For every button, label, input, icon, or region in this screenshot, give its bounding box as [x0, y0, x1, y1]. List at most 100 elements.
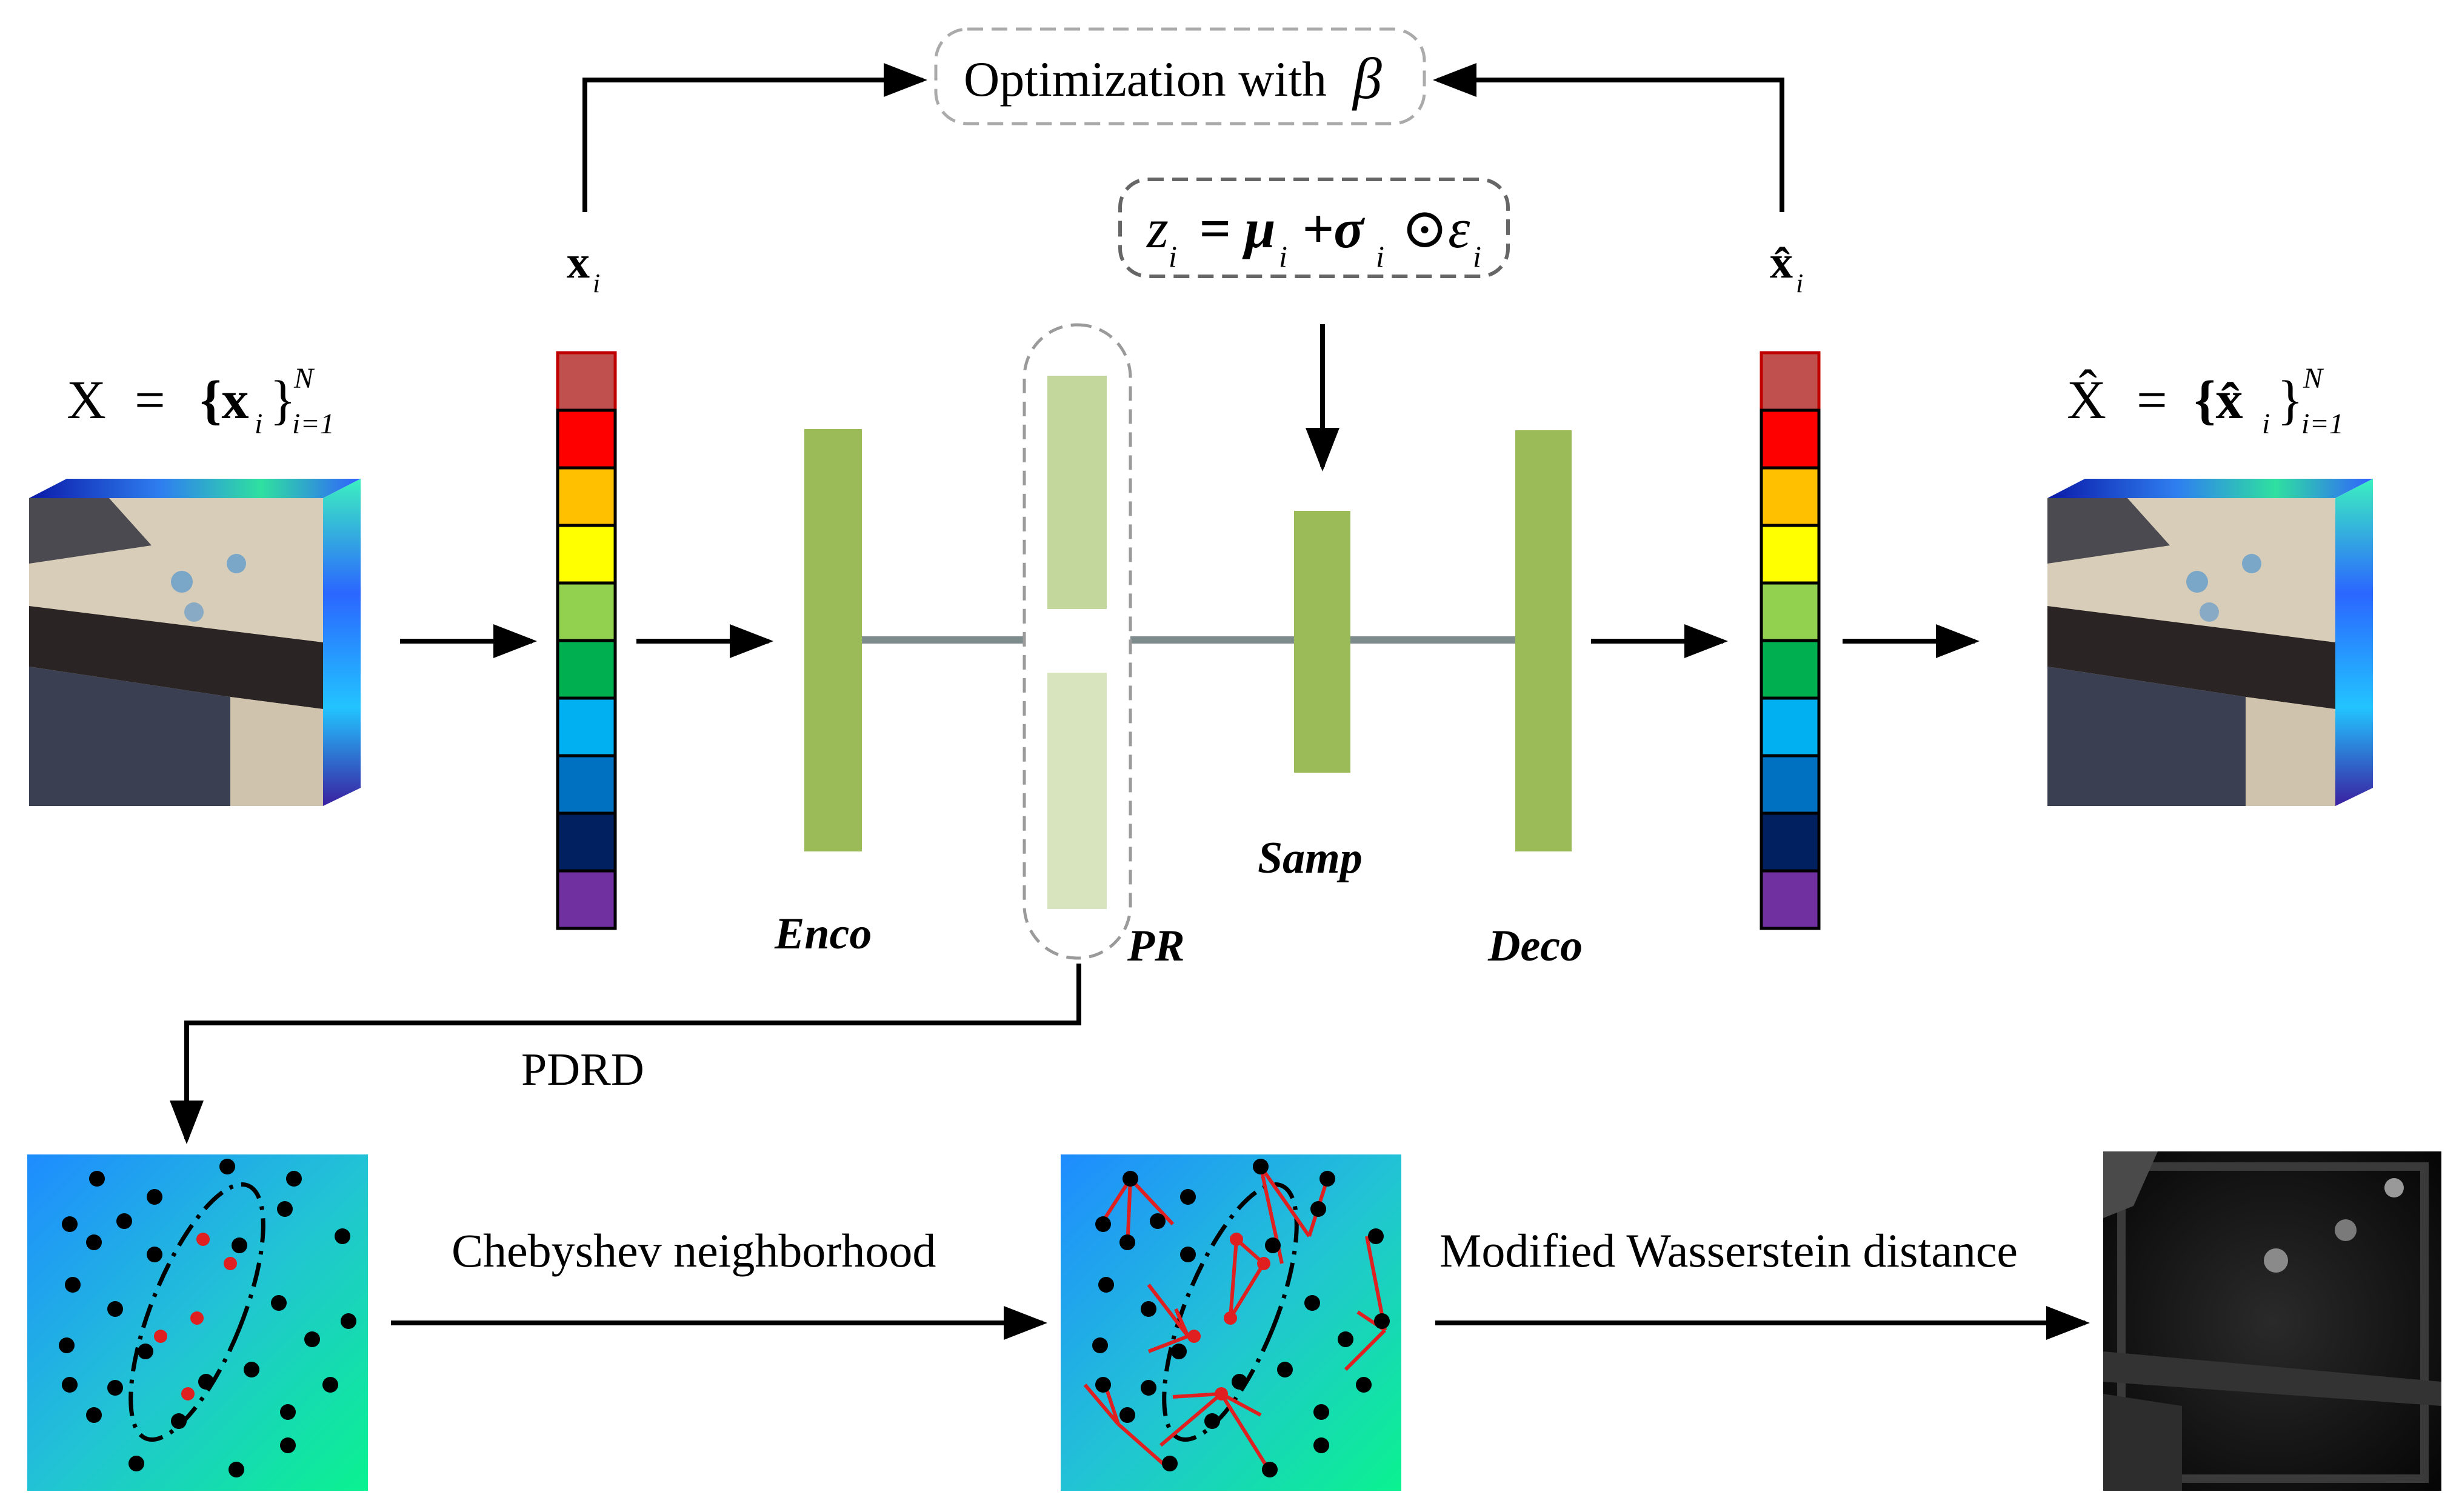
X-set-superscript: N — [293, 362, 315, 395]
latent-point-10 — [232, 1237, 247, 1253]
neighborhood-edge-15 — [1220, 1392, 1262, 1417]
graph-point-19 — [1277, 1362, 1293, 1377]
X-set-close: } — [270, 370, 296, 430]
sigma-subscript: i — [1376, 239, 1384, 273]
latent-point-20 — [62, 1377, 78, 1393]
graph-point-24 — [1313, 1404, 1329, 1420]
pr-label: PR — [1127, 921, 1185, 971]
graph-point-29 — [1313, 1437, 1329, 1453]
mu-term: = μ — [1199, 198, 1276, 259]
xhat-symbol: x̂ — [1770, 237, 1793, 288]
chebyshev-label: Chebyshev neighborhood — [452, 1224, 936, 1277]
graph-point-6 — [1180, 1189, 1196, 1205]
sigma-term: +σ — [1302, 198, 1365, 259]
samp-label: Samp — [1258, 833, 1363, 883]
z-subscript: i — [1169, 239, 1177, 273]
latent-point-15 — [341, 1313, 356, 1329]
output-hsi-cube — [2047, 479, 2373, 806]
graph-selected-point-2 — [1257, 1257, 1270, 1270]
output-spectrum-band-4 — [1760, 524, 1821, 585]
graph-point-9 — [1180, 1247, 1196, 1262]
neighborhood-edge-12 — [1147, 1284, 1190, 1337]
graph-selected-point-5 — [1215, 1387, 1228, 1400]
latent-point-4 — [62, 1216, 78, 1232]
output-spectrum-band-8 — [1760, 754, 1821, 815]
pdrd-arrow — [170, 964, 1081, 1144]
graph-point-16 — [1171, 1344, 1187, 1359]
graph-point-12 — [1098, 1277, 1114, 1293]
neighborhood-edge-19 — [1344, 1328, 1387, 1371]
latent-point-18 — [304, 1331, 320, 1347]
output-spectrum-band-9 — [1760, 811, 1821, 873]
input-spectrum-vector — [556, 351, 617, 930]
latent-point-8 — [86, 1234, 102, 1250]
input-spectrum-band-10 — [556, 869, 617, 930]
latent-point-28 — [229, 1462, 244, 1477]
latent-point-24 — [280, 1404, 296, 1420]
graph-point-27 — [1162, 1456, 1178, 1471]
neighborhood-graph-panel — [1061, 1154, 1401, 1491]
pdrd-label: PDRD — [521, 1044, 644, 1095]
neighborhood-edge-10 — [1147, 1334, 1189, 1353]
graph-point-13 — [1141, 1301, 1156, 1317]
latent-point-6 — [147, 1189, 162, 1205]
Xhat-set-subscript-i: i — [2262, 408, 2270, 440]
optimization-label: Optimization with — [964, 52, 1327, 107]
selected-point-3 — [190, 1311, 204, 1325]
Xhat-set-range: i=1 — [2301, 408, 2344, 440]
neighborhood-edge-4 — [1259, 1165, 1311, 1237]
pr-upper-block — [1047, 376, 1107, 609]
neighborhood-edge-2 — [1129, 1177, 1175, 1226]
graph-point-22 — [1204, 1413, 1220, 1429]
graph-point-2 — [1253, 1159, 1269, 1174]
input-spectrum-band-2 — [556, 408, 617, 470]
z-symbol: z — [1146, 198, 1169, 259]
equals-sign-2: = — [2137, 370, 2167, 430]
latent-point-23 — [198, 1374, 214, 1390]
graph-selected-point-4 — [1187, 1330, 1201, 1343]
graph-point-14 — [1092, 1337, 1108, 1353]
pr-lower-block — [1047, 673, 1107, 909]
latent-point-22 — [171, 1413, 187, 1429]
neighborhood-edge-1 — [1101, 1177, 1132, 1222]
sampling-layer — [1294, 511, 1350, 773]
deco-label: Deco — [1487, 921, 1583, 971]
enco-label: Enco — [774, 909, 872, 959]
graph-point-7 — [1310, 1201, 1326, 1217]
graph-point-26 — [1141, 1380, 1156, 1396]
latent-point-5 — [116, 1213, 132, 1229]
pr-dashed-capsule — [1022, 323, 1132, 960]
output-spectrum-band-10 — [1760, 869, 1821, 930]
latent-point-13 — [107, 1301, 123, 1317]
wasserstein-label: Modified Wasserstein distance — [1440, 1224, 2018, 1277]
decoder-layer — [1515, 430, 1572, 851]
equals-sign: = — [135, 370, 165, 430]
latent-point-14 — [59, 1337, 75, 1353]
input-spectrum-band-1 — [556, 351, 617, 412]
input-set-label: X = {x i } N i=1 — [67, 362, 335, 440]
graph-point-21 — [1119, 1407, 1135, 1423]
input-spectrum-band-5 — [556, 581, 617, 642]
input-spectrum-band-9 — [556, 811, 617, 873]
xi-label: x i — [567, 237, 600, 298]
X-set-range: i=1 — [292, 408, 335, 440]
latent-point-9 — [147, 1247, 162, 1262]
graph-point-20 — [1095, 1377, 1111, 1393]
Xhat-set-body: {x̂ — [2194, 370, 2243, 430]
epsilon-subscript: i — [1473, 239, 1481, 273]
X-set-body: {x — [200, 370, 249, 430]
xi-subscript: i — [593, 268, 600, 298]
graph-point-23 — [1232, 1374, 1247, 1390]
neighborhood-edge-14 — [1219, 1393, 1269, 1468]
selected-point-2 — [224, 1257, 237, 1270]
reparameterization-box: z i = μ i +σ i ⊙ε i — [1118, 178, 1510, 278]
input-spectrum-band-6 — [556, 639, 617, 700]
latent-point-19 — [244, 1362, 259, 1377]
latent-point-17 — [271, 1295, 287, 1311]
selected-point-5 — [181, 1387, 195, 1400]
anomaly-detection-map — [2103, 1151, 2441, 1491]
latent-points-panel — [27, 1154, 368, 1491]
neighborhood-edge-13 — [1172, 1392, 1222, 1399]
selected-point-1 — [196, 1233, 210, 1246]
